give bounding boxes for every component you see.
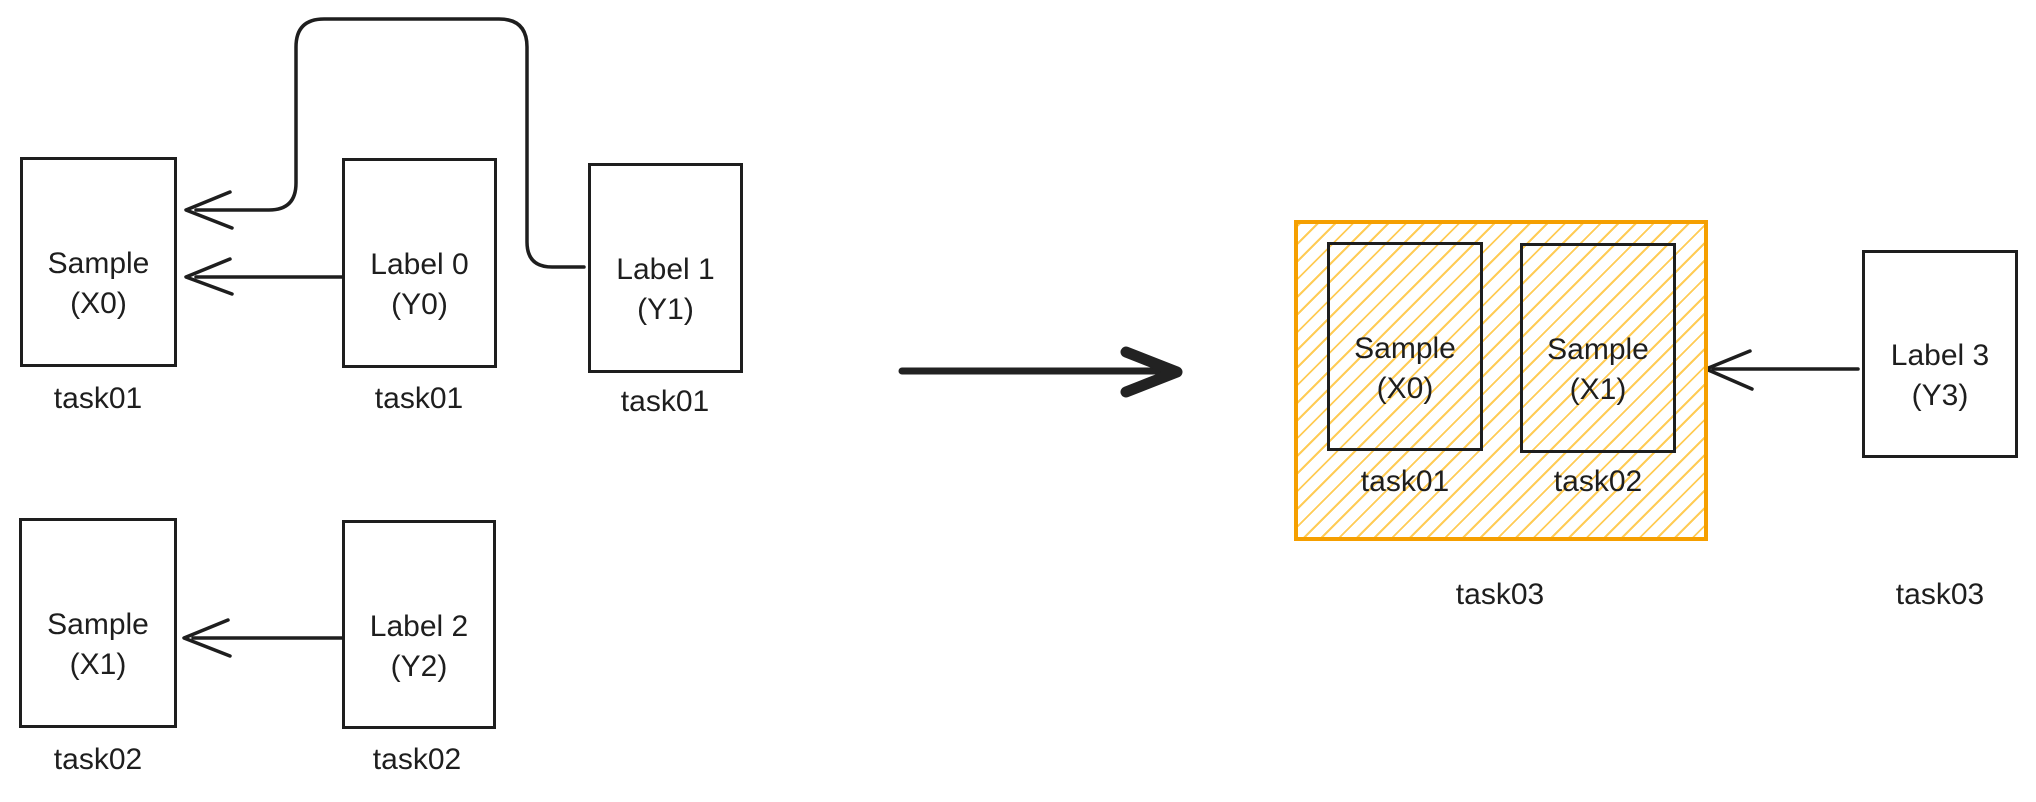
- transform-arrow[interactable]: [898, 346, 1183, 398]
- node-sample-x1[interactable]: Sample (X1): [19, 518, 177, 728]
- arrow-label3-to-group[interactable]: [1704, 349, 1860, 391]
- node-label-1-label: Label 1 (Y1): [616, 253, 715, 326]
- node-label-3[interactable]: Label 3 (Y3): [1862, 250, 2018, 458]
- caption-label-2-task[interactable]: task02: [372, 743, 462, 776]
- node-label-2[interactable]: Label 2 (Y2): [342, 520, 496, 729]
- node-sample-x0[interactable]: Sample (X0): [20, 157, 177, 367]
- node-label-3-label: Label 3 (Y3): [1890, 339, 1990, 412]
- caption-label-3-task[interactable]: task03: [1895, 578, 1985, 611]
- caption-group-sample-x1-task[interactable]: task02: [1553, 465, 1643, 498]
- caption-label-0-task[interactable]: task01: [374, 382, 464, 415]
- node-sample-x1-label: Sample (X1): [47, 608, 149, 681]
- group-box-task03[interactable]: [1294, 220, 1708, 541]
- group-node-sample-x0[interactable]: Sample (X0): [1327, 242, 1483, 451]
- group-node-sample-x0-label: Sample (X0): [1354, 331, 1456, 405]
- node-label-1[interactable]: Label 1 (Y1): [588, 163, 743, 373]
- caption-label-1-task[interactable]: task01: [620, 385, 710, 418]
- arrow-label2-to-sample-x1[interactable]: [182, 618, 344, 658]
- caption-sample-x0-task[interactable]: task01: [53, 382, 143, 415]
- node-label-0[interactable]: Label 0 (Y0): [342, 158, 497, 368]
- caption-group-sample-x0-task[interactable]: task01: [1360, 465, 1450, 498]
- node-label-2-label: Label 2 (Y2): [369, 609, 469, 683]
- caption-group-task[interactable]: task03: [1455, 578, 1545, 611]
- node-sample-x0-label: Sample (X0): [47, 247, 150, 320]
- group-node-sample-x1[interactable]: Sample (X1): [1520, 243, 1676, 453]
- caption-sample-x1-task[interactable]: task02: [53, 743, 143, 776]
- group-node-sample-x1-label: Sample (X1): [1547, 333, 1649, 406]
- arrow-label0-to-sample-x0[interactable]: [184, 257, 344, 296]
- node-label-0-label: Label 0 (Y0): [370, 248, 469, 321]
